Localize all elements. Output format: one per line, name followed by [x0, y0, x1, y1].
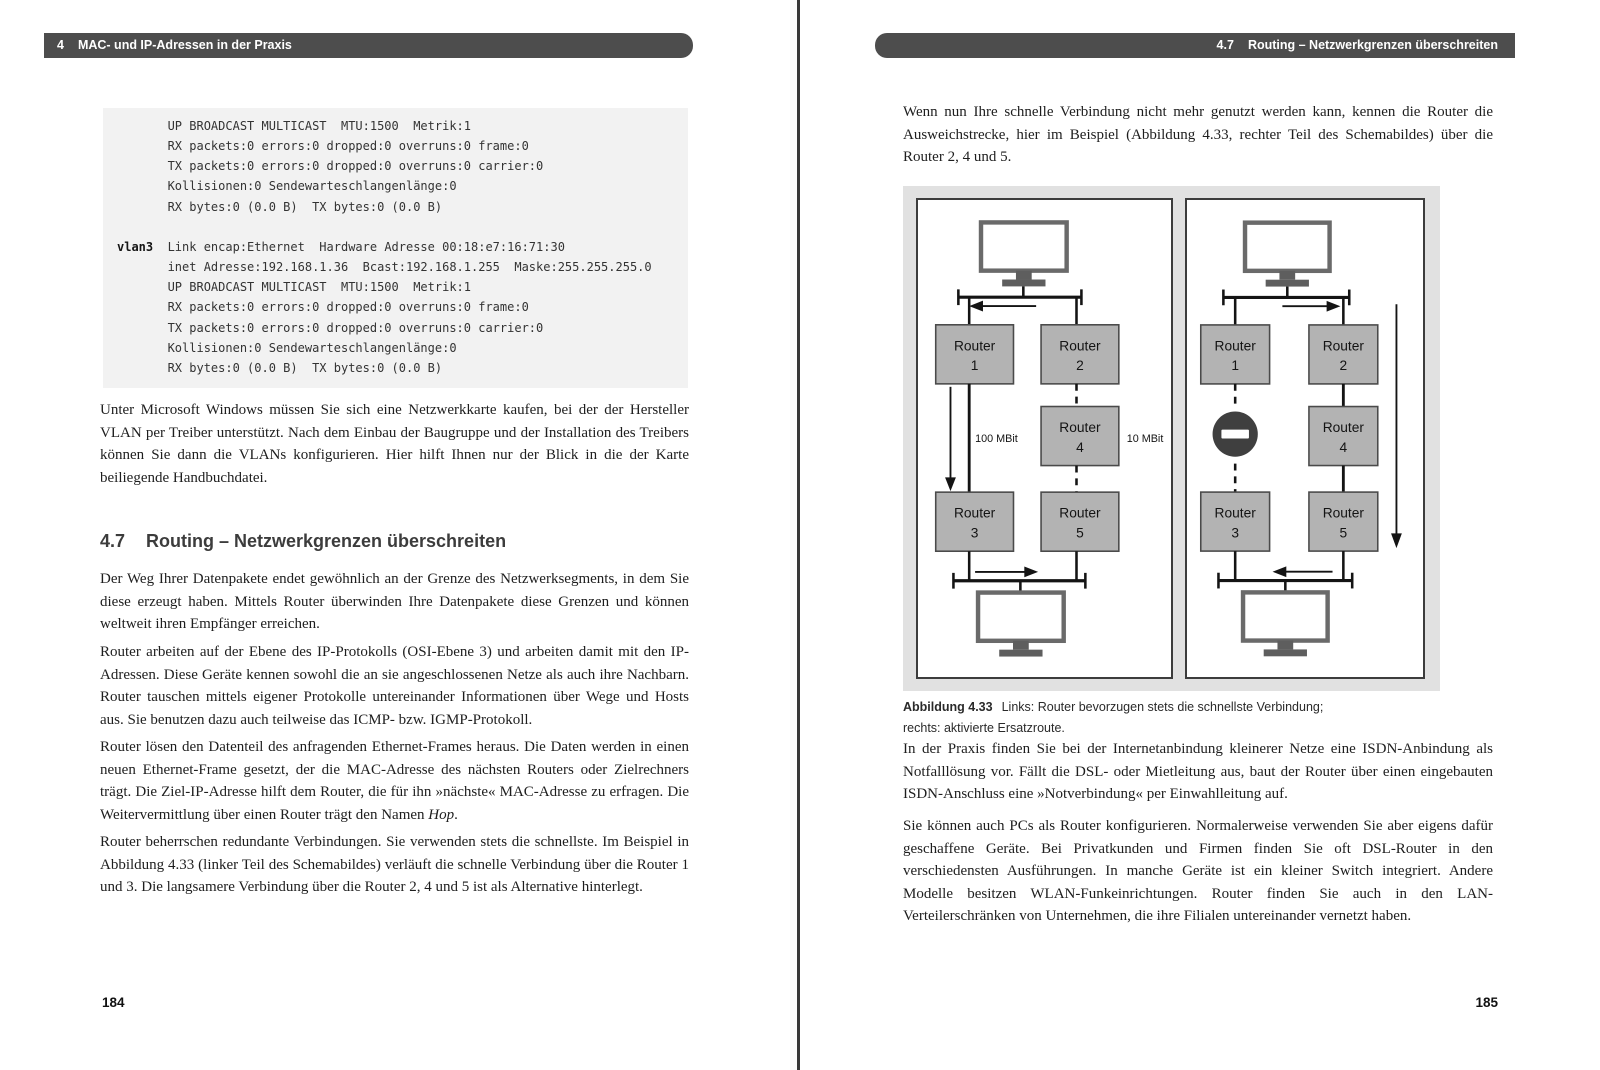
chapter-number: 4: [57, 38, 64, 52]
speed-label-fast: 100 MBit: [975, 433, 1018, 445]
paragraph: Router lösen den Datenteil des anfragend…: [100, 736, 689, 826]
paragraph: Sie können auch PCs als Router konfiguri…: [903, 818, 1493, 925]
svg-text:5: 5: [1076, 525, 1084, 540]
section-title: Routing – Netzwerkgrenzen überschreiten: [1247, 38, 1498, 52]
section-number: 4.7: [100, 531, 126, 551]
svg-text:2: 2: [1340, 358, 1348, 373]
router-box: Router 1: [934, 324, 1015, 385]
svg-text:3: 3: [1231, 525, 1239, 540]
arrow-down-icon: [945, 386, 956, 492]
page-gutter-divider: [797, 0, 800, 1070]
paragraph-text: Router lösen den Datenteil des anfragend…: [100, 739, 689, 823]
section-number: 4.7: [1216, 38, 1234, 52]
arrow-right-icon: [1282, 300, 1341, 312]
svg-text:4: 4: [1076, 440, 1084, 455]
page-number-left: 184: [102, 995, 125, 1010]
backup-route-diagram: Router 1 Router 2 Router 4: [1199, 220, 1402, 657]
italic-term: Hop: [428, 806, 455, 823]
paragraph: Router beherrschen redundante Verbindung…: [100, 834, 689, 896]
svg-text:Router: Router: [1323, 420, 1365, 435]
terminal-output-block: UP BROADCAST MULTICAST MTU:1500 Metrik:1…: [103, 108, 688, 388]
router-box: Router 3: [934, 491, 1015, 553]
figure-panel-backup-route: Router 1 Router 2 Router 4: [1185, 198, 1425, 679]
svg-text:Router: Router: [954, 506, 996, 521]
interface-name: vlan3: [117, 239, 154, 254]
svg-text:Router: Router: [1059, 338, 1101, 353]
svg-text:3: 3: [971, 525, 979, 540]
router-box: Router 1: [1199, 324, 1271, 385]
fast-route-diagram: Router 1 Router 2 100 MBit Router 4: [934, 220, 1164, 657]
router-box: Router 3: [1199, 491, 1271, 552]
paragraph: Unter Microsoft Windows müssen Sie sich …: [100, 402, 689, 486]
svg-text:Router: Router: [954, 338, 996, 353]
section-heading: 4.7 Routing – Netzwerkgrenzen überschreit…: [100, 531, 689, 552]
svg-text:Router: Router: [1059, 506, 1101, 521]
svg-text:Router: Router: [1323, 338, 1365, 353]
paragraph: Wenn nun Ihre schnelle Verbindung nicht …: [903, 104, 1493, 166]
page-number-right: 185: [1475, 995, 1498, 1010]
svg-text:1: 1: [1231, 358, 1239, 373]
no-entry-icon: [1212, 411, 1258, 457]
running-head-left: 4 MAC- und IP-Adressen in der Praxis: [44, 33, 693, 58]
svg-text:Router: Router: [1215, 338, 1257, 353]
arrow-left-icon: [969, 300, 1037, 312]
figure-caption: Abbildung 4.33 Links: Router bevorzugen s…: [903, 697, 1493, 739]
section-title: Routing – Netzwerkgrenzen überschreiten: [146, 531, 507, 551]
computer-icon: [1240, 590, 1330, 657]
figure-caption-line2: rechts: aktivierte Ersatzroute.: [903, 721, 1065, 735]
router-box: Router 2: [1308, 324, 1379, 385]
code-text-top: UP BROADCAST MULTICAST MTU:1500 Metrik:1…: [167, 119, 544, 214]
figure-panel-fast-route: Router 1 Router 2 100 MBit Router 4: [916, 198, 1173, 679]
router-box: Router 4: [1308, 405, 1379, 467]
router-box: Router 5: [1308, 491, 1379, 552]
figure-caption-line1: Links: Router bevorzugen stets die schne…: [1001, 700, 1324, 714]
router-box: Router 4: [1040, 405, 1120, 467]
router-box: Router 2: [1040, 324, 1120, 385]
svg-text:2: 2: [1076, 358, 1084, 373]
computer-icon: [1242, 220, 1332, 287]
paragraph: In der Praxis finden Sie bei der Interne…: [903, 741, 1493, 803]
paragraph: Der Weg Ihrer Datenpakete endet gewöhnli…: [100, 571, 689, 633]
paragraph: Router arbeiten auf der Ebene des IP-Pro…: [100, 644, 689, 728]
svg-text:Router: Router: [1059, 420, 1101, 435]
computer-icon: [978, 220, 1069, 287]
svg-text:1: 1: [971, 358, 979, 373]
svg-text:4: 4: [1340, 440, 1348, 455]
svg-text:Router: Router: [1215, 506, 1257, 521]
svg-text:5: 5: [1340, 525, 1348, 540]
speed-label-slow: 10 MBit: [1127, 433, 1164, 445]
arrow-down-long-icon: [1391, 304, 1402, 549]
router-box: Router 5: [1040, 491, 1120, 553]
figure-caption-label: Abbildung 4.33: [903, 700, 993, 714]
svg-text:Router: Router: [1323, 506, 1365, 521]
running-head-right: 4.7 Routing – Netzwerkgrenzen überschreit…: [875, 33, 1515, 58]
computer-icon: [975, 590, 1066, 657]
arrow-right-icon: [975, 566, 1039, 578]
code-text-bottom: Link encap:Ethernet Hardware Adresse 00:…: [167, 239, 652, 375]
chapter-title: MAC- und IP-Adressen in der Praxis: [77, 38, 292, 52]
paragraph-text: .: [454, 806, 458, 823]
figure-4-33: Router 1 Router 2 100 MBit Router 4: [903, 186, 1440, 691]
arrow-left-icon: [1272, 566, 1333, 578]
